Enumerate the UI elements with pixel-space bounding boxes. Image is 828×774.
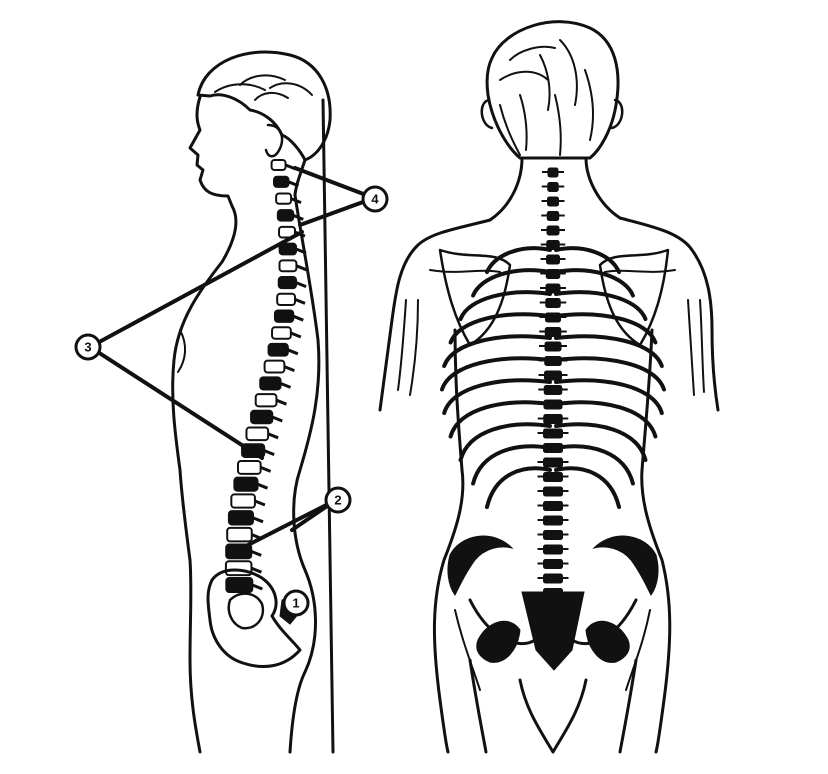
- vertebra: [277, 294, 295, 305]
- right-rib: [556, 424, 645, 460]
- side-front-torso: [173, 206, 236, 752]
- left-rib: [442, 358, 550, 389]
- spinous-process: [261, 467, 271, 471]
- spinous-process: [288, 350, 298, 354]
- spinous-process: [293, 316, 303, 320]
- spinous-process: [295, 299, 305, 303]
- vertebra: [246, 428, 268, 441]
- spinous-process: [296, 266, 306, 270]
- label-4-text: 4: [371, 192, 379, 207]
- back-sacrum: [522, 592, 584, 670]
- label-3: 3: [76, 335, 100, 359]
- label-3-text: 3: [84, 340, 91, 355]
- back-left-arm-lines: [398, 300, 418, 395]
- back-left-hip: [477, 621, 520, 662]
- spinous-process: [296, 283, 306, 287]
- right-rib: [556, 402, 655, 436]
- right-rib: [556, 248, 619, 272]
- back-legs: [470, 660, 636, 752]
- vertebra: [272, 160, 286, 170]
- spinous-process: [276, 400, 286, 404]
- label-1-text: 1: [292, 596, 299, 611]
- label-1: 1: [284, 591, 308, 615]
- spinous-process: [291, 199, 301, 203]
- vertebra: [256, 394, 277, 406]
- side-view-figure: [173, 52, 333, 752]
- back-left-scapula: [440, 250, 510, 345]
- vertebra: [226, 578, 252, 592]
- spinous-process: [253, 518, 263, 522]
- vertebra: [227, 528, 252, 542]
- vertebra: [279, 277, 296, 288]
- spinous-process: [264, 451, 274, 455]
- vertebra: [251, 411, 272, 423]
- label-2: 2: [326, 488, 350, 512]
- vertebra: [280, 244, 296, 255]
- vertebra: [229, 511, 253, 524]
- spinous-process: [281, 383, 291, 387]
- left-rib: [444, 380, 550, 413]
- spinous-process: [255, 501, 265, 505]
- side-neck: [295, 160, 305, 195]
- vertebra: [260, 377, 280, 389]
- spinous-process: [251, 568, 261, 572]
- back-left-arm: [380, 220, 490, 410]
- label-2-text: 2: [334, 493, 341, 508]
- vertebra: [269, 344, 288, 356]
- side-hip-joint: [229, 594, 263, 629]
- vertebra: [234, 478, 257, 491]
- pointer-3a: [90, 232, 302, 347]
- left-rib: [451, 402, 550, 436]
- vertebra: [238, 461, 261, 474]
- left-rib: [487, 248, 550, 272]
- vertebra: [272, 327, 291, 339]
- spinous-process: [272, 417, 282, 421]
- vertebra: [265, 361, 285, 373]
- pointer-4a: [295, 168, 374, 198]
- back-view-figure: [380, 22, 718, 752]
- vertebra: [274, 177, 288, 187]
- spinous-process: [291, 333, 301, 337]
- back-right-iliac: [594, 536, 658, 595]
- left-rib: [461, 424, 550, 460]
- right-rib: [556, 446, 633, 483]
- back-right-arm-lines: [688, 300, 704, 395]
- spinous-process: [268, 434, 278, 438]
- spinous-process: [284, 367, 294, 371]
- label-4: 4: [363, 187, 387, 211]
- back-left-iliac: [448, 536, 512, 595]
- vertebra: [280, 260, 297, 271]
- vertebra: [276, 193, 291, 203]
- side-hair: [198, 52, 330, 160]
- back-hair: [487, 22, 618, 158]
- right-rib: [556, 468, 619, 507]
- spinous-process: [251, 551, 261, 555]
- spinous-process: [293, 215, 303, 219]
- left-rib: [473, 446, 550, 483]
- plumb-line: [323, 100, 333, 752]
- back-hair-strands: [500, 40, 593, 155]
- vertebra: [275, 310, 293, 321]
- vertebra: [231, 494, 255, 507]
- spinous-process: [252, 585, 262, 589]
- side-ear: [266, 125, 282, 156]
- left-rib: [487, 468, 550, 507]
- side-face: [190, 97, 232, 206]
- spinous-process: [258, 484, 268, 488]
- vertebra: [278, 210, 293, 220]
- back-right-hip: [586, 621, 629, 662]
